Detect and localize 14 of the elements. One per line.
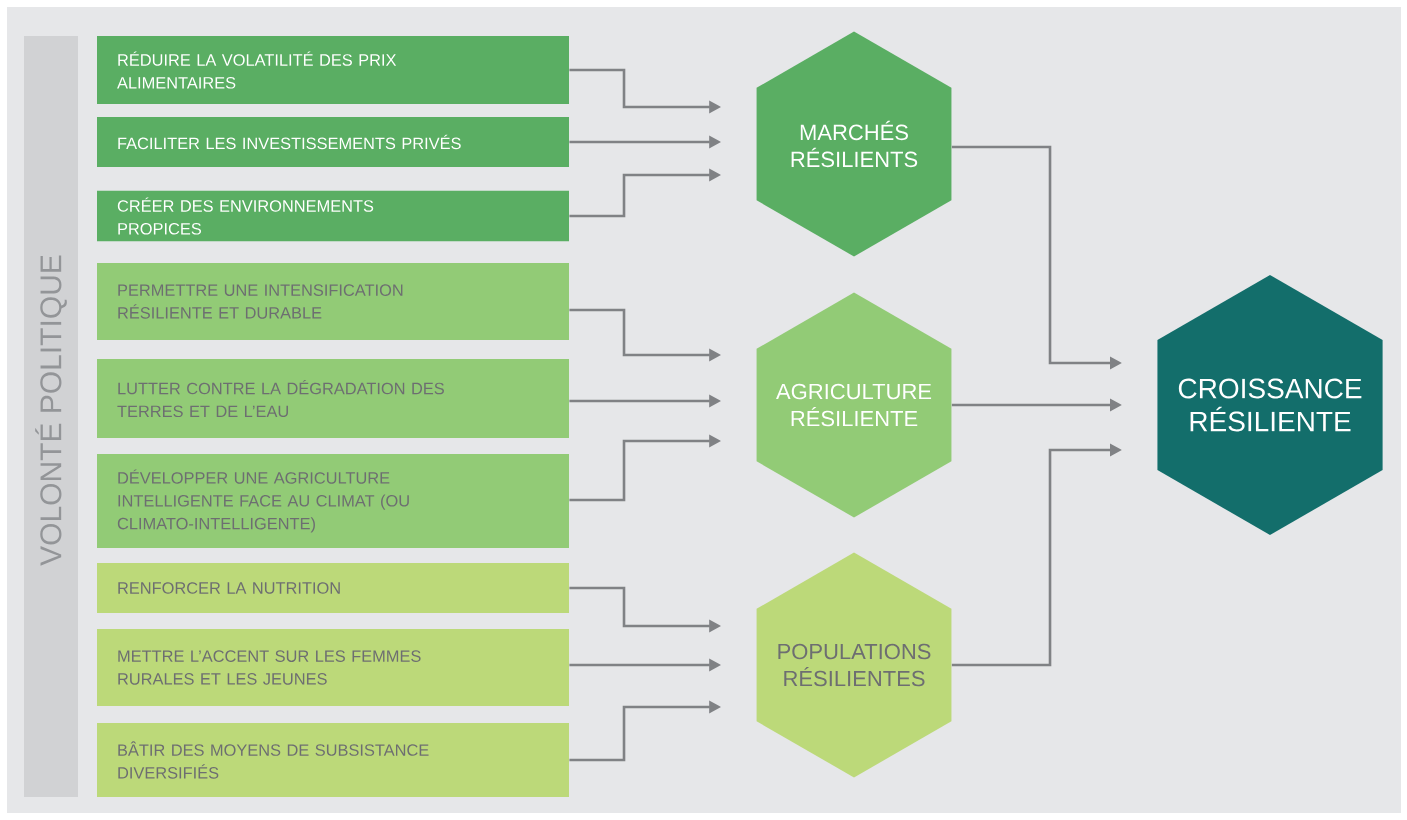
action-box: CRÉER DES ENVIRONNEMENTS PROPICES — [97, 190, 569, 242]
side-band: VOLONTÉ POLITIQUE — [24, 36, 78, 797]
outcome-hexagon: MARCHÉS RÉSILIENTS — [756, 31, 952, 257]
outcome-hexagon: AGRICULTURE RÉSILIENTE — [756, 292, 952, 518]
outcome-hexagon: POPULATIONS RÉSILIENTES — [756, 552, 952, 778]
action-box: FACILITER LES INVESTISSEMENTS PRIVÉS — [97, 117, 569, 167]
action-box: METTRE L’ACCENT SUR LES FEMMES RURALES ET LES JEUNES — [97, 629, 569, 706]
action-box: RÉDUIRE LA VOLATILITÉ DES PRIX ALIMENTAIRES — [97, 36, 569, 104]
action-box: PERMETTRE UNE INTENSIFICATION RÉSILIENTE ET DURABLE — [97, 263, 569, 340]
action-box: LUTTER CONTRE LA DÉGRADATION DES TERRES ET DE L’EAU — [97, 359, 569, 438]
outcome-hexagon: CROISSANCE RÉSILIENTE — [1157, 275, 1383, 535]
action-box: RENFORCER LA NUTRITION — [97, 563, 569, 613]
action-box: DÉVELOPPER UNE AGRICULTURE INTELLIGENTE FACE AU CLIMAT (OU CLIMATO-INTELLIGENTE) — [97, 454, 569, 548]
action-box: BÂTIR DES MOYENS DE SUBSISTANCE DIVERSIFIÉS — [97, 723, 569, 797]
